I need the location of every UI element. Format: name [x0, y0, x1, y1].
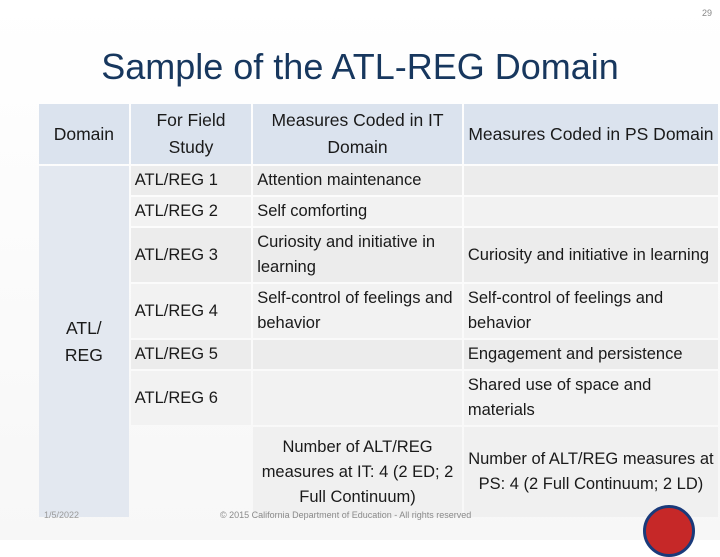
header-it-domain: Measures Coded in IT Domain: [253, 104, 462, 164]
field-cell: ATL/REG 5: [130, 340, 252, 369]
field-cell: ATL/REG 1: [130, 166, 252, 195]
domain-label: ATL/ REG: [64, 317, 103, 365]
domain-table: Domain For Field Study Measures Coded in…: [37, 102, 720, 519]
summary-it: Number of ALT/REG measures at IT: 4 (2 E…: [253, 427, 462, 517]
it-cell: [253, 340, 462, 369]
table-row: ATL/REG 4 Self-control of feelings and b…: [39, 284, 718, 338]
slide-number: 29: [701, 8, 712, 18]
summary-blank: [131, 427, 251, 517]
table-row: ATL/REG 3 Curiosity and initiative in le…: [39, 228, 718, 282]
footer-date: 1/5/2022: [44, 510, 80, 520]
header-domain: Domain: [39, 104, 129, 164]
field-cell: ATL/REG 3: [130, 228, 252, 282]
table-row: ATL/REG 6 Shared use of space and materi…: [39, 371, 718, 425]
header-ps-domain: Measures Coded in PS Domain: [463, 104, 718, 164]
field-cell: ATL/REG 6: [130, 371, 252, 425]
field-cell: ATL/REG 4: [130, 284, 252, 338]
ps-cell: Engagement and persistence: [463, 340, 718, 369]
table-header-row: Domain For Field Study Measures Coded in…: [39, 104, 718, 164]
header-field-study: For Field Study: [130, 104, 252, 164]
page-title: Sample of the ATL-REG Domain: [101, 46, 619, 87]
it-cell: Self-control of feelings and behavior: [253, 284, 462, 338]
it-cell: Self comforting: [253, 197, 462, 226]
it-cell: [253, 371, 462, 425]
ps-cell: Self-control of feelings and behavior: [463, 284, 718, 338]
table-row: ATL/REG 5 Engagement and persistence: [39, 340, 718, 369]
table-row: ATL/REG 2 Self comforting: [39, 197, 718, 226]
domain-cell: ATL/ REG: [39, 166, 129, 517]
cde-seal-logo: [643, 505, 695, 557]
ps-cell: Shared use of space and materials: [463, 371, 718, 425]
footer-copyright: © 2015 California Department of Educatio…: [220, 510, 472, 520]
it-cell: Attention maintenance: [253, 166, 462, 195]
ps-cell: Curiosity and initiative in learning: [463, 228, 718, 282]
summary-ps: Number of ALT/REG measures at PS: 4 (2 F…: [463, 427, 718, 517]
table-row: ATL/ REG ATL/REG 1 Attention maintenance: [39, 166, 718, 517]
field-cell: ATL/REG 2: [130, 197, 252, 226]
summary-row: Number of ALT/REG measures at IT: 4 (2 E…: [39, 427, 718, 517]
it-cell: Curiosity and initiative in learning: [253, 228, 462, 282]
ps-cell: [463, 197, 718, 226]
ps-cell: [463, 166, 718, 195]
